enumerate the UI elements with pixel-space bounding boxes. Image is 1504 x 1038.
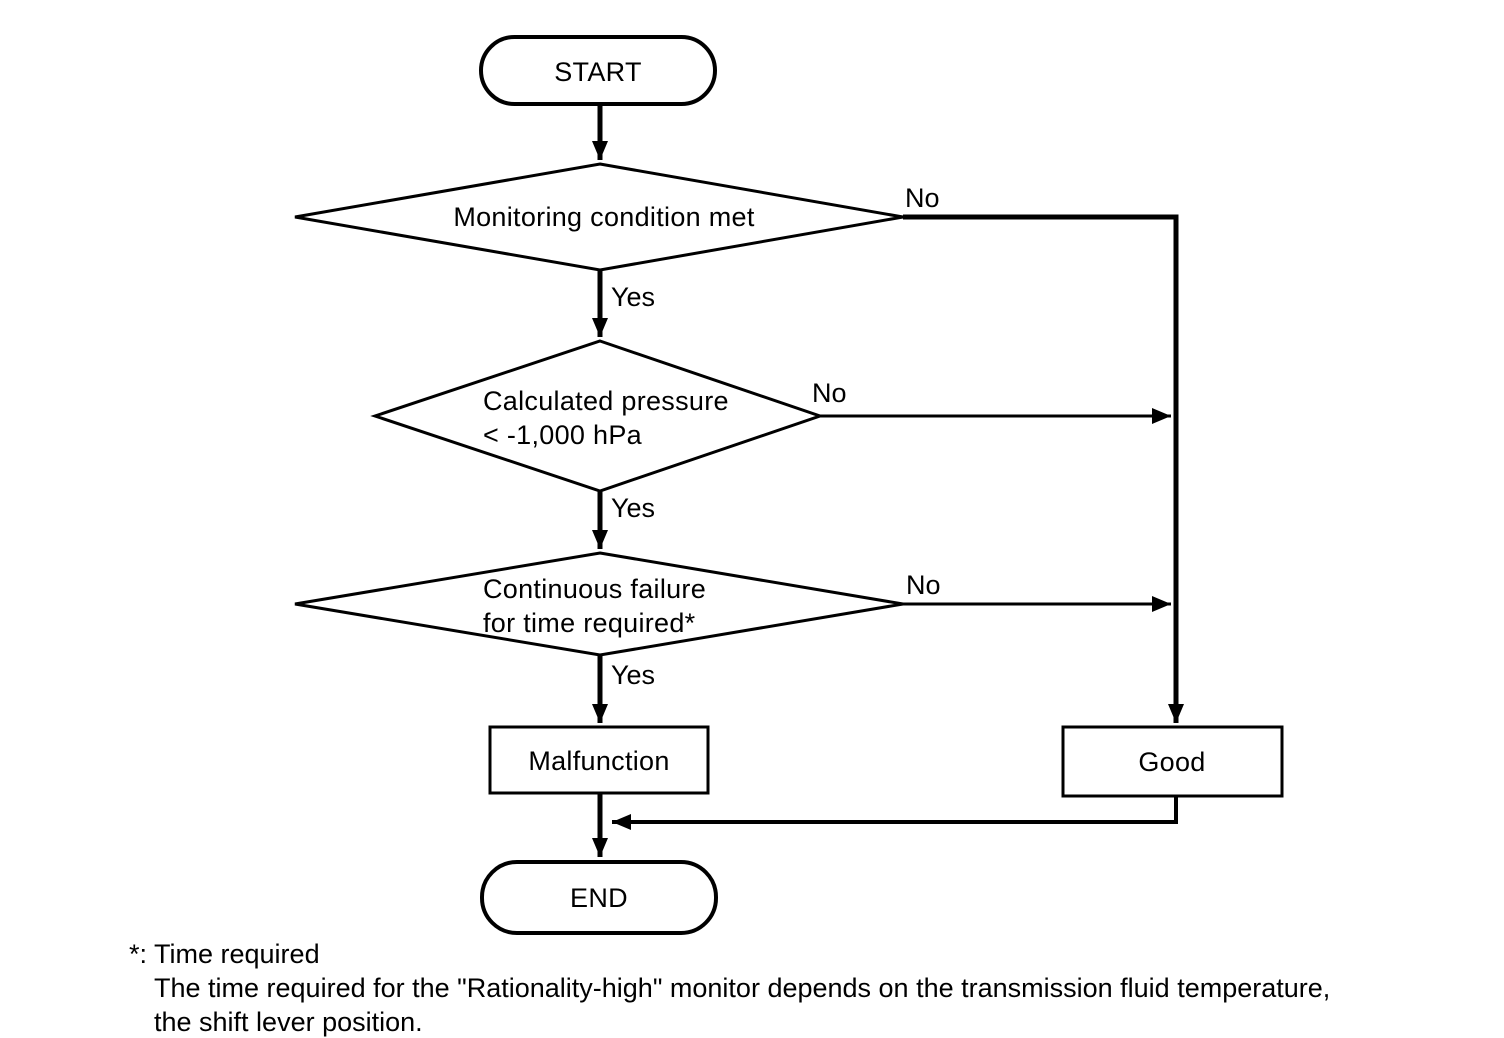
monitoring-yes-label: Yes [611, 282, 655, 312]
footnote-line3: the shift lever position. [154, 1007, 423, 1037]
failure-no-label: No [906, 570, 941, 600]
decision-continuous-failure [294, 551, 904, 657]
decision-calculated-pressure [370, 339, 825, 493]
start-node [479, 35, 717, 106]
arrow-monitoring-no-to-good [903, 214, 1184, 723]
arrow-good-to-end-merge [612, 796, 1178, 830]
pressure-no-label: No [812, 378, 847, 408]
footnote-line2: The time required for the "Rationality-h… [154, 973, 1330, 1003]
monitoring-no-label: No [905, 183, 940, 213]
good-label: Good [1138, 747, 1205, 777]
decision-monitoring-condition [294, 162, 904, 272]
end-label: END [570, 883, 628, 913]
decision-monitoring-label: Monitoring condition met [453, 202, 755, 232]
end-node [480, 860, 718, 935]
good-box [1061, 725, 1284, 798]
malfunction-label: Malfunction [528, 746, 669, 776]
decision-failure-label-line1: Continuous failure [483, 574, 706, 604]
decision-failure-label-line2: for time required* [483, 608, 696, 638]
failure-yes-label: Yes [611, 660, 655, 690]
footnote-line1: *: Time required [129, 939, 320, 969]
pressure-yes-label: Yes [611, 493, 655, 523]
decision-pressure-label-line1: Calculated pressure [483, 386, 729, 416]
start-label: START [554, 57, 642, 87]
malfunction-box [488, 725, 710, 795]
decision-pressure-label-line2: < -1,000 hPa [483, 420, 643, 450]
